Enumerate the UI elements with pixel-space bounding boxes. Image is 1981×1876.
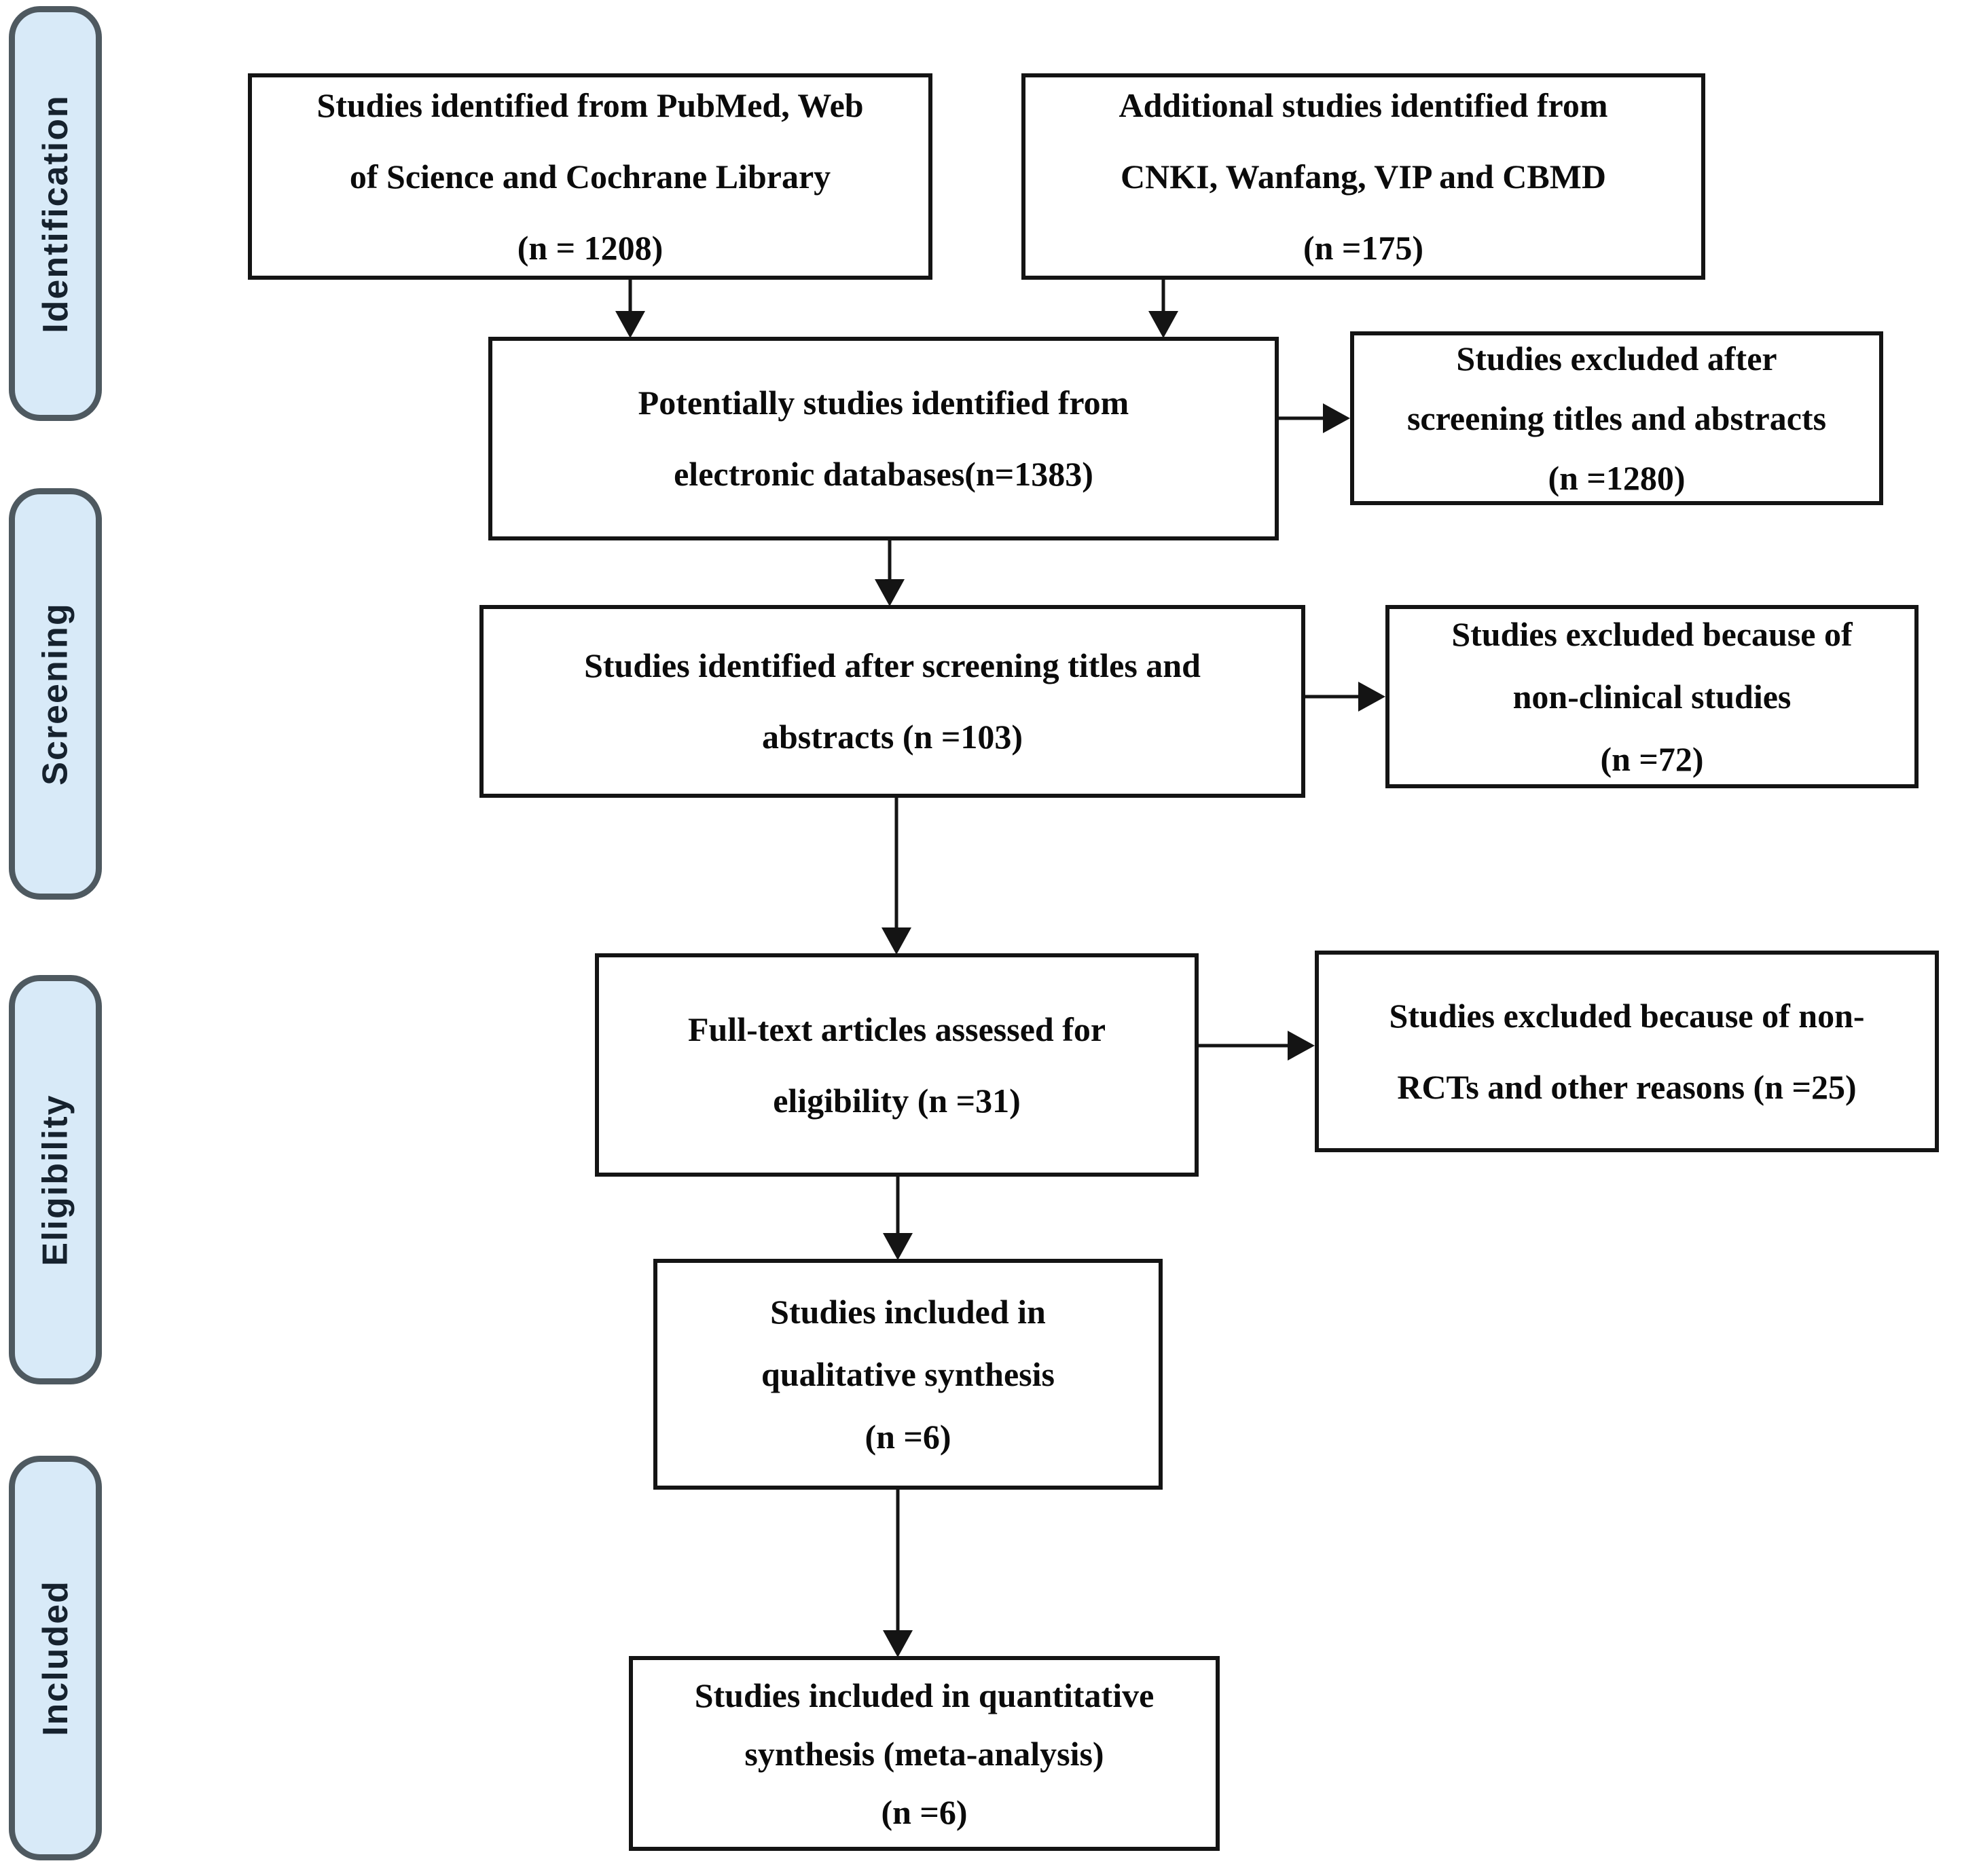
arrow-head-down-icon	[882, 927, 911, 955]
box-text-line: of Science and Cochrane Library	[349, 157, 831, 196]
stage-screening-label: Screening	[35, 602, 75, 786]
arrow-head-down-icon	[883, 1233, 913, 1260]
box-text-line: Studies excluded because of non-	[1389, 996, 1865, 1035]
box-text-line: Studies excluded after	[1456, 339, 1777, 378]
box-identified-pubmed-web-cochrane: Studies identified from PubMed, Web of S…	[248, 73, 932, 280]
arrow-shaft	[1279, 416, 1335, 420]
stage-identification: Identification	[9, 6, 102, 421]
arrow-shaft	[1305, 695, 1370, 699]
arrow-head-right-icon	[1288, 1031, 1315, 1061]
box-text-line: synthesis (meta-analysis)	[744, 1734, 1104, 1773]
box-count-line: RCTs and other reasons (n =25)	[1397, 1067, 1857, 1106]
arrow-head-down-icon	[615, 311, 645, 338]
box-count-line: (n =175)	[1303, 228, 1424, 267]
box-count-line: electronic databases(n=1383)	[674, 455, 1093, 493]
arrow-shaft	[1161, 280, 1165, 323]
arrow-shaft	[1199, 1044, 1300, 1048]
arrow-head-down-icon	[883, 1630, 913, 1657]
arrow-qualitative-to-quantitative	[883, 1490, 913, 1657]
box-identified-after-screening: Studies identified after screening title…	[479, 605, 1305, 798]
stage-eligibility-label: Eligibility	[35, 1093, 75, 1266]
box-excluded-titles-abstracts: Studies excluded after screening titles …	[1350, 331, 1883, 505]
arrow-screened-to-excluded-nonclinical	[1305, 682, 1385, 712]
stage-included: Included	[9, 1456, 102, 1860]
stage-screening: Screening	[9, 488, 102, 900]
box-text-line: Studies included in quantitative	[694, 1676, 1155, 1714]
arrow-potential-to-excluded-titles	[1279, 403, 1350, 433]
arrow-cnki-to-potential	[1148, 280, 1178, 338]
arrow-shaft	[896, 1177, 900, 1245]
arrow-head-down-icon	[1148, 311, 1178, 338]
stage-eligibility: Eligibility	[9, 975, 102, 1384]
box-count-line: abstracts (n =103)	[761, 718, 1023, 756]
arrow-fulltext-to-qualitative	[883, 1177, 913, 1260]
box-text-line: CNKI, Wanfang, VIP and CBMD	[1121, 157, 1606, 196]
arrow-shaft	[628, 280, 632, 323]
arrow-pubmed-to-potential	[615, 280, 645, 338]
box-fulltext-assessed: Full-text articles assessed for eligibil…	[595, 953, 1199, 1177]
box-text-line: Studies identified after screening title…	[584, 646, 1201, 684]
arrow-shaft	[888, 540, 892, 591]
box-qualitative-synthesis: Studies included in qualitative synthesi…	[653, 1259, 1163, 1490]
arrow-head-right-icon	[1358, 682, 1385, 712]
box-potentially-identified-databases: Potentially studies identified from elec…	[488, 337, 1279, 540]
stage-identification-label: Identification	[35, 94, 75, 333]
box-count-line: (n =6)	[865, 1418, 951, 1456]
arrow-potential-to-screened	[875, 540, 905, 606]
box-text-line: qualitative synthesis	[761, 1355, 1055, 1393]
box-count-line: (n =6)	[881, 1792, 968, 1831]
arrow-shaft	[894, 798, 898, 940]
arrow-fulltext-to-excluded-nonrct	[1199, 1031, 1315, 1061]
box-text-line: screening titles and abstracts	[1406, 399, 1827, 437]
box-text-line: Studies excluded because of	[1451, 615, 1853, 653]
box-text-line: Studies included in	[770, 1293, 1046, 1331]
arrow-head-down-icon	[875, 579, 905, 606]
box-text-line: Additional studies identified from	[1119, 86, 1608, 124]
box-text-line: Potentially studies identified from	[638, 384, 1129, 422]
box-quantitative-synthesis: Studies included in quantitative synthes…	[629, 1656, 1220, 1851]
box-count-line: (n = 1208)	[517, 228, 664, 267]
box-count-line: (n =72)	[1600, 740, 1704, 778]
box-text-line: Full-text articles assessed for	[687, 1010, 1106, 1048]
box-text-line: non-clinical studies	[1512, 678, 1792, 716]
arrow-shaft	[896, 1490, 900, 1642]
box-excluded-nonclinical: Studies excluded because of non-clinical…	[1385, 605, 1919, 788]
box-additional-cnki-wanfang-vip-cbmd: Additional studies identified from CNKI,…	[1021, 73, 1705, 280]
stage-included-label: Included	[35, 1580, 75, 1736]
box-excluded-nonrct: Studies excluded because of non- RCTs an…	[1315, 951, 1939, 1152]
arrow-screened-to-fulltext	[882, 798, 911, 955]
arrow-head-right-icon	[1323, 403, 1350, 433]
box-text-line: Studies identified from PubMed, Web	[316, 86, 864, 124]
box-count-line: eligibility (n =31)	[773, 1081, 1021, 1120]
box-count-line: (n =1280)	[1548, 459, 1686, 497]
